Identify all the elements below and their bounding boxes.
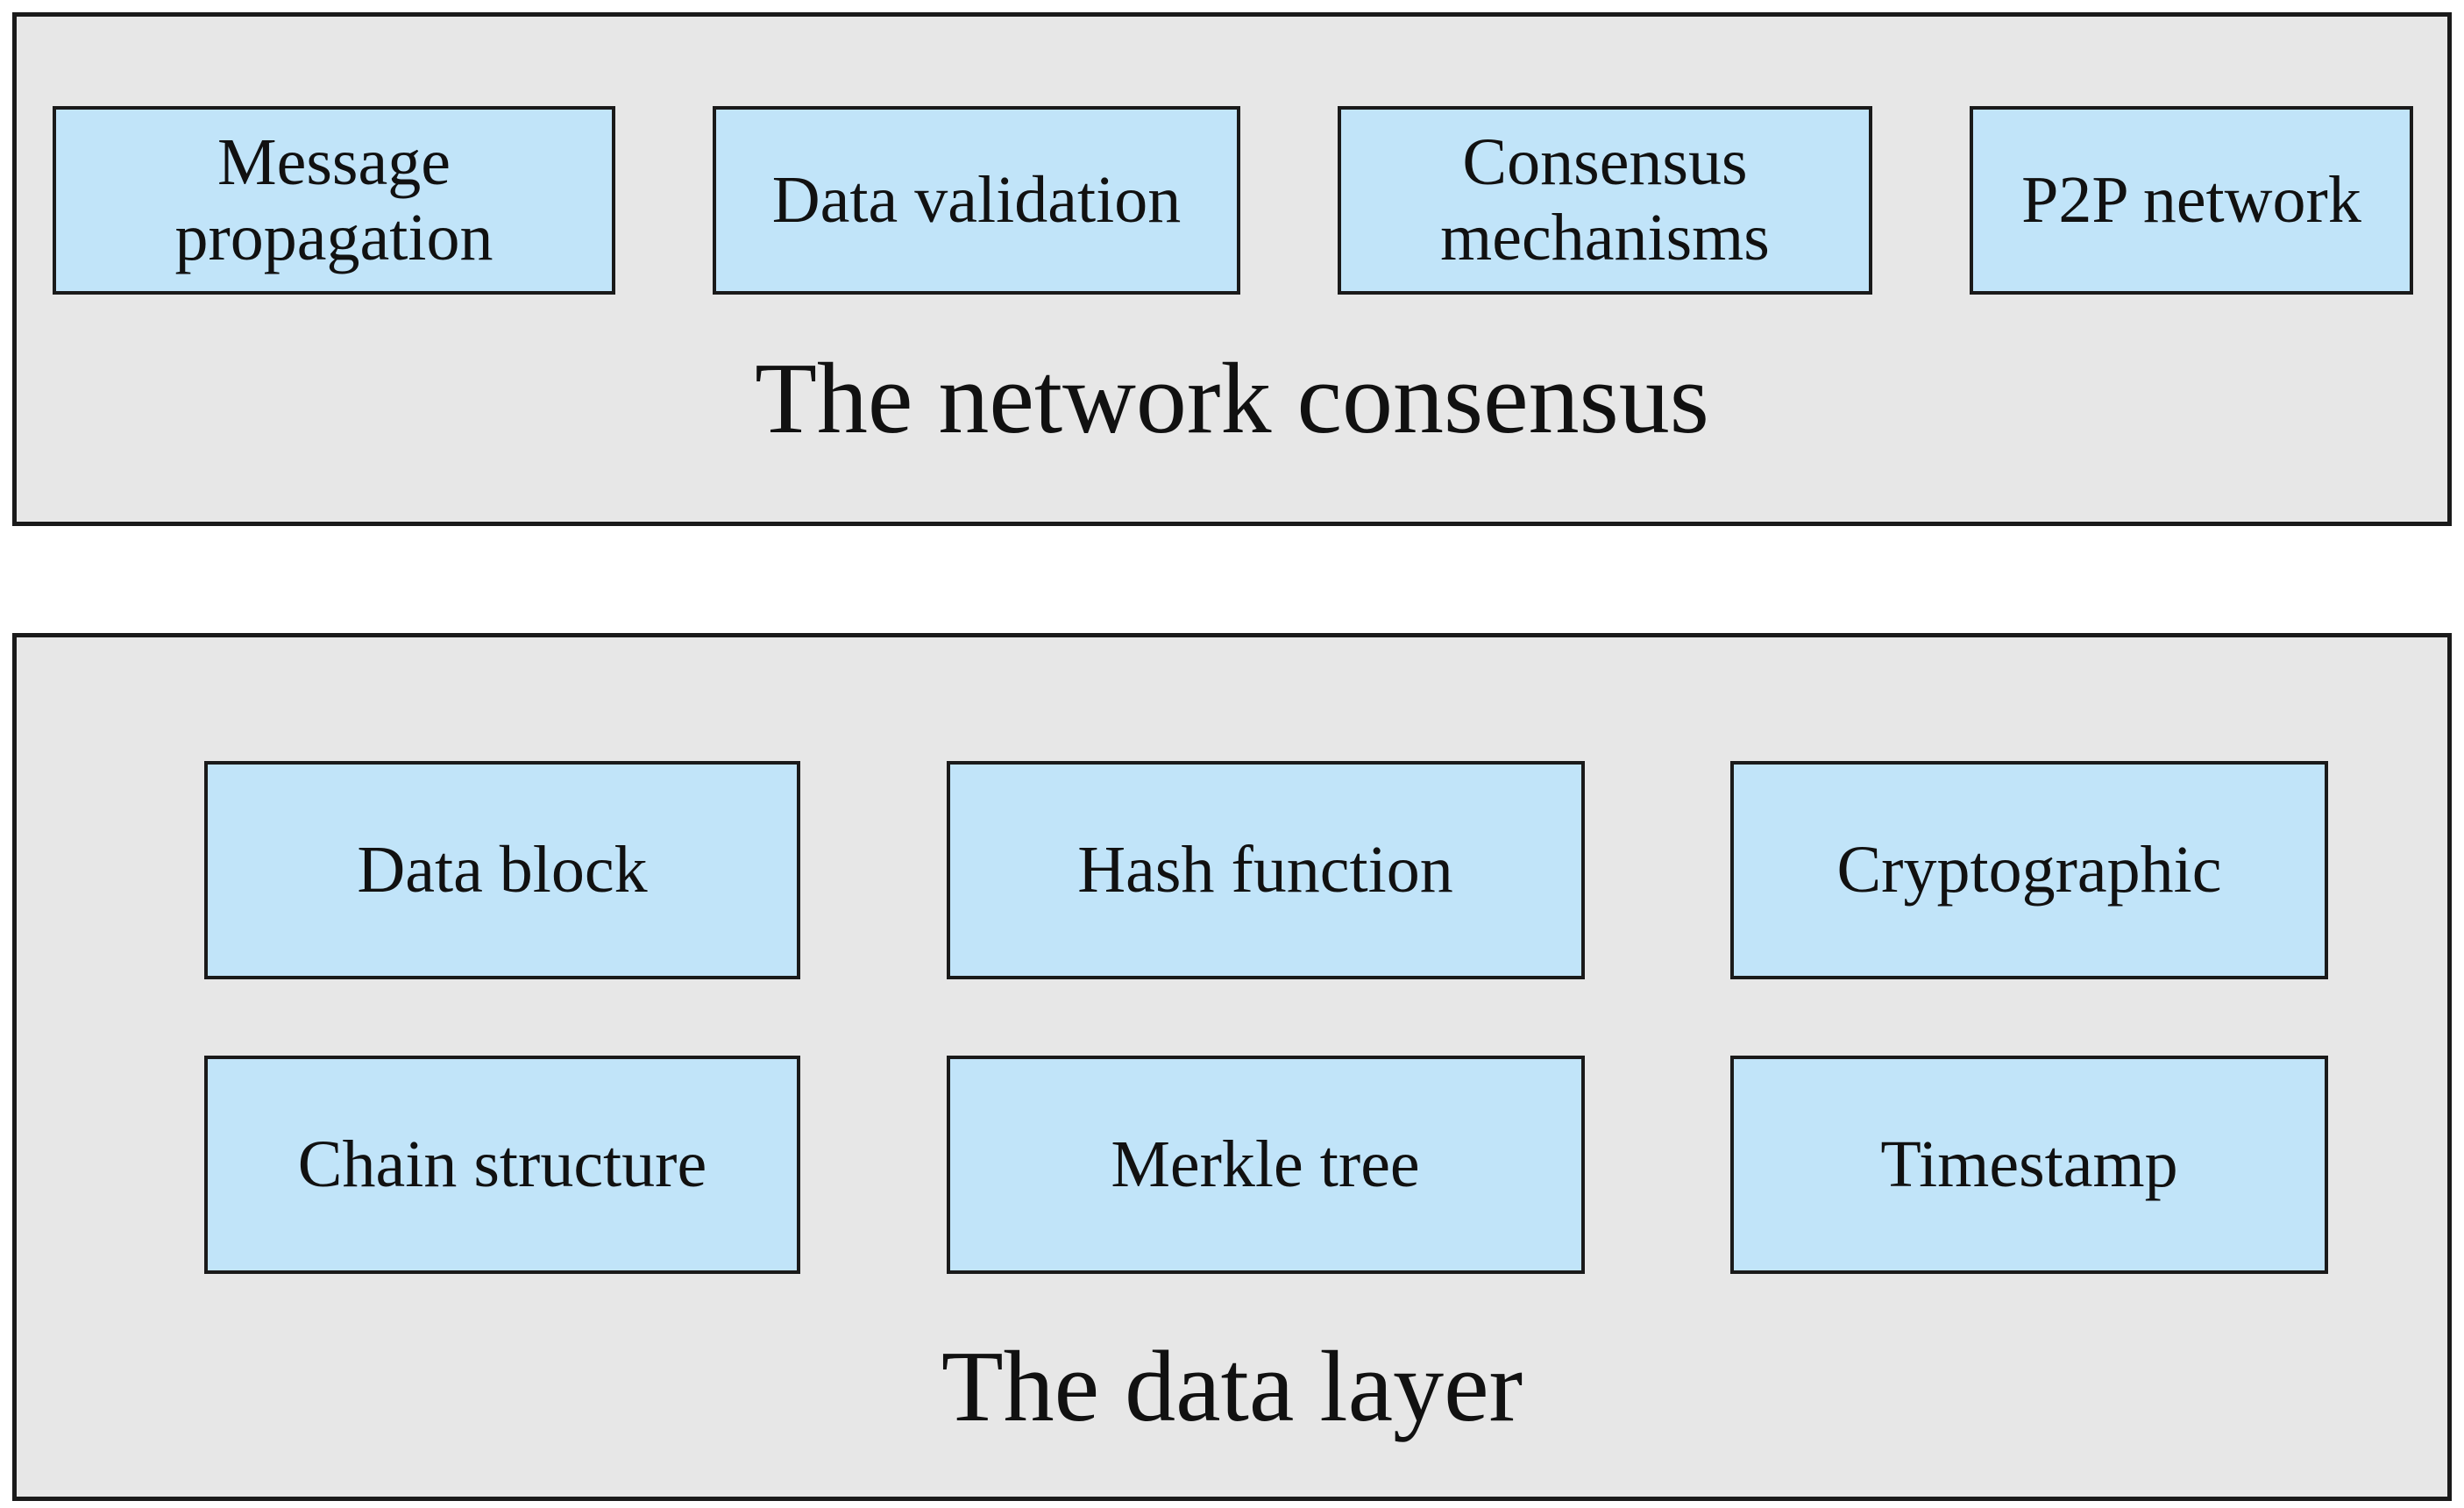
box-data-validation: Data validation	[713, 106, 1240, 295]
box-p2p-network: P2P network	[1970, 106, 2413, 295]
box-timestamp: Timestamp	[1730, 1056, 2328, 1274]
network-consensus-title: The network consensus	[755, 343, 1709, 455]
network-consensus-box-row: Message propagation Data validation Cons…	[17, 17, 2447, 295]
box-consensus-mechanisms: Consensus mechanisms	[1338, 106, 1872, 295]
network-consensus-panel: Message propagation Data validation Cons…	[12, 12, 2452, 526]
data-layer-box-row-2: Chain structure Merkle tree Timestamp	[17, 979, 2447, 1274]
data-layer-title: The data layer	[941, 1331, 1523, 1443]
box-message-propagation: Message propagation	[53, 106, 615, 295]
box-data-block: Data block	[204, 761, 800, 979]
data-layer-panel: Data block Hash function Cryptographic C…	[12, 633, 2452, 1501]
box-merkle-tree: Merkle tree	[946, 1056, 1585, 1274]
data-layer-box-row-1: Data block Hash function Cryptographic	[17, 637, 2447, 979]
box-cryptographic: Cryptographic	[1730, 761, 2328, 979]
box-chain-structure: Chain structure	[204, 1056, 800, 1274]
box-hash-function: Hash function	[946, 761, 1585, 979]
